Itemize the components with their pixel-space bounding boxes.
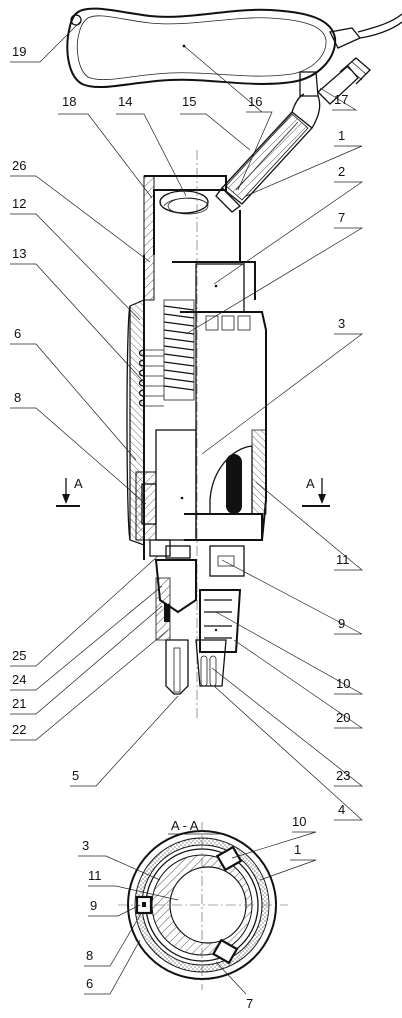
label-6: 6 — [14, 326, 21, 341]
section-label-6: 6 — [86, 976, 93, 991]
label-3: 3 — [338, 316, 345, 331]
label-20: 20 — [336, 710, 350, 725]
section-marker-left: A — [56, 476, 83, 507]
label-16: 16 — [248, 94, 262, 109]
label-10: 10 — [336, 676, 350, 691]
label-13: 13 — [12, 246, 26, 261]
label-11: 11 — [336, 552, 350, 567]
label-18: 18 — [62, 94, 76, 109]
section-label-9: 9 — [90, 898, 97, 913]
label-19: 19 — [12, 44, 26, 59]
section-view: A - A — [118, 818, 288, 990]
tool-body — [126, 150, 267, 720]
label-4: 4 — [338, 802, 345, 817]
label-26: 26 — [12, 158, 26, 173]
section-label-1: 1 — [294, 842, 301, 857]
label-14: 14 — [118, 94, 132, 109]
label-23: 23 — [336, 768, 350, 783]
section-marker-right: A — [302, 476, 330, 507]
label-22: 22 — [12, 722, 26, 737]
label-9: 9 — [338, 616, 345, 631]
handle — [66, 7, 402, 89]
hose — [215, 57, 371, 213]
leader-lines — [10, 21, 364, 995]
section-label-8: 8 — [86, 948, 93, 963]
label-2: 2 — [338, 164, 345, 179]
label-8: 8 — [14, 390, 21, 405]
label-15: 15 — [182, 94, 196, 109]
label-7: 7 — [338, 210, 345, 225]
label-12: 12 — [12, 196, 26, 211]
label-5: 5 — [72, 768, 79, 783]
label-1: 1 — [338, 128, 345, 143]
section-mark-right: A — [306, 476, 315, 491]
section-label-7: 7 — [246, 996, 253, 1011]
drawing-labels: 19 18 14 15 16 26 12 13 6 8 25 24 21 22 … — [12, 44, 350, 1011]
label-21: 21 — [12, 696, 26, 711]
label-24: 24 — [12, 672, 26, 687]
section-label-3: 3 — [82, 838, 89, 853]
label-25: 25 — [12, 648, 26, 663]
section-label-10: 10 — [292, 814, 306, 829]
section-mark-left: A — [74, 476, 83, 491]
label-17: 17 — [334, 92, 348, 107]
section-title: A - A — [171, 818, 199, 833]
section-label-11: 11 — [88, 868, 102, 883]
